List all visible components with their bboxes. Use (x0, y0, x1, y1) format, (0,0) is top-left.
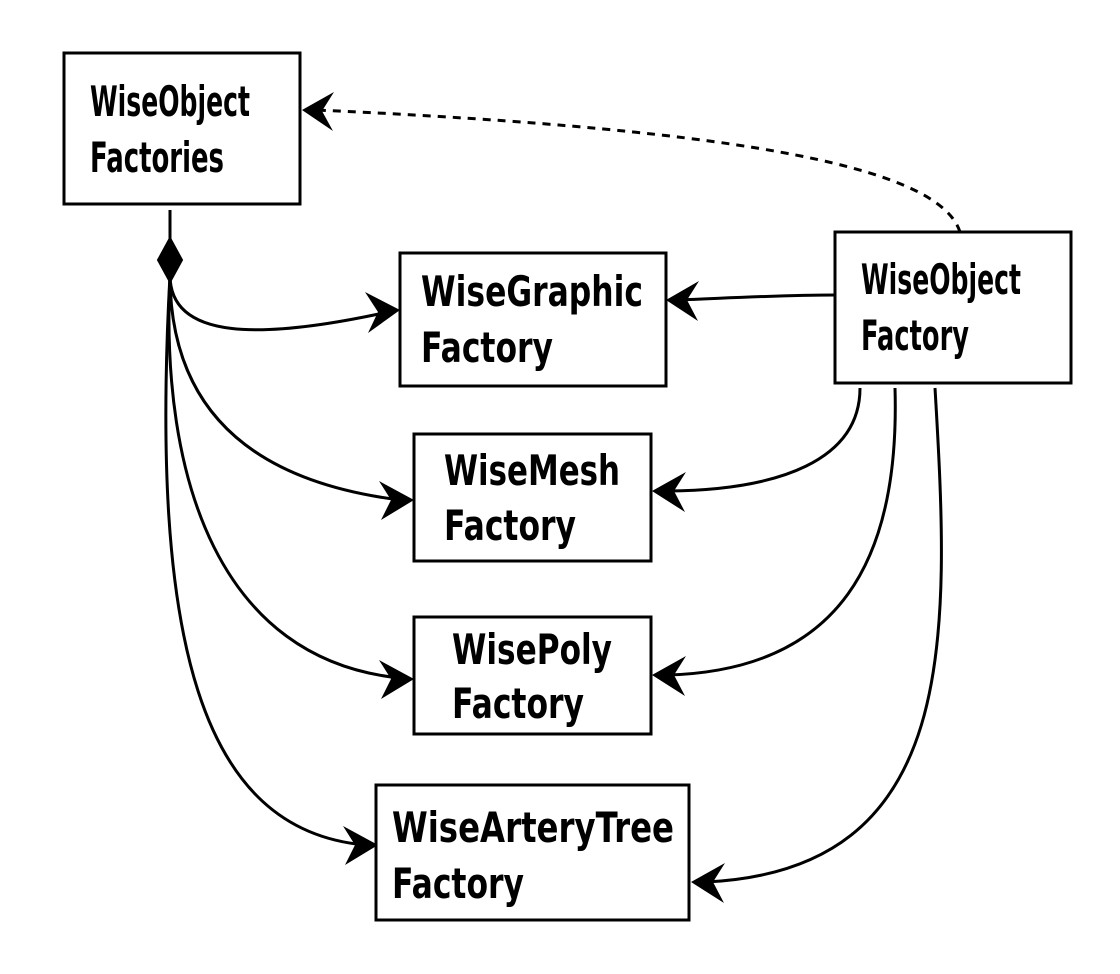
arrowhead-factories-graphic (365, 292, 400, 333)
node-wisepoly-factory-line2: Factory (452, 679, 584, 728)
arrowhead-objectfactory-factories (302, 92, 334, 131)
arrowhead-factories-mesh (379, 481, 414, 520)
node-wisemesh-factory-line1: WiseMesh (444, 446, 620, 495)
edge-objectfactory-to-poly (667, 387, 897, 677)
node-wisegraphic-factory-line1: WiseGraphic (421, 267, 643, 316)
edge-objectfactory-to-mesh (667, 387, 862, 493)
node-wisegraphic-factory-line2: Factory (421, 323, 553, 372)
node-wiseobject-factories-line1: WiseObject (90, 77, 250, 126)
node-wisepoly-factory[interactable]: WisePoly Factory (412, 615, 653, 736)
edge-factories-to-graphic (168, 210, 389, 332)
arrowhead-factories-artery (343, 826, 378, 865)
edge-factories-to-artery (164, 274, 366, 847)
edge-objectfactory-to-artery (705, 387, 943, 884)
node-wiseobject-factory[interactable]: WiseObject Factory (833, 230, 1073, 385)
node-wisearterytree-factory-line1: WiseArteryTree (392, 803, 674, 852)
node-wiseobject-factory-line2: Factory (861, 311, 969, 360)
arrowhead-factories-poly (379, 660, 414, 699)
node-wisearterytree-factory-line2: Factory (392, 859, 524, 908)
node-wiseobject-factories[interactable]: WiseObject Factories (62, 51, 302, 206)
node-wisearterytree-factory[interactable]: WiseArteryTree Factory (374, 783, 691, 922)
node-wisemesh-factory-line2: Factory (444, 501, 576, 550)
arrowhead-objectfactory-artery (691, 863, 725, 903)
arrowhead-objectfactory-graphic (666, 281, 699, 321)
arrowhead-objectfactory-poly (652, 656, 686, 696)
arrowhead-objectfactory-mesh (652, 472, 686, 512)
node-wisemesh-factory[interactable]: WiseMesh Factory (412, 432, 653, 563)
edge-objectfactory-to-graphic (677, 293, 836, 302)
edge-objectfactory-to-factories (315, 108, 962, 233)
edge-factories-to-mesh (168, 274, 401, 502)
edge-factories-to-poly (167, 274, 401, 680)
node-wisepoly-factory-line1: WisePoly (452, 625, 612, 674)
node-wiseobject-factory-line1: WiseObject (861, 255, 1021, 304)
node-wisegraphic-factory[interactable]: WiseGraphic Factory (398, 251, 668, 388)
node-wiseobject-factories-line2: Factories (90, 133, 224, 182)
composition-diamond-icon (156, 235, 184, 285)
